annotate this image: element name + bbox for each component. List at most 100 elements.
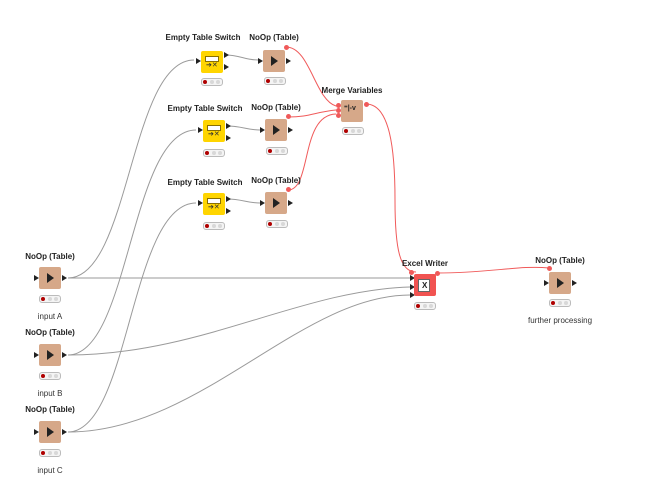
node-noop-3[interactable]: NoOp (Table) [226, 176, 326, 236]
merge-variables-icon: ⁼|‑v [344, 105, 356, 112]
node-body[interactable] [263, 50, 285, 72]
data-outport[interactable] [62, 275, 67, 281]
node-annotation: input B [37, 389, 63, 398]
node-title: NoOp (Table) [25, 252, 75, 261]
node-noop-1[interactable]: NoOp (Table) [224, 33, 324, 93]
traffic-light-icon [549, 299, 571, 307]
node-title: NoOp (Table) [249, 33, 299, 42]
varwire-merge-excel [365, 103, 417, 273]
flow-variable-outport[interactable] [286, 114, 291, 119]
wire-inputC-excel [67, 294, 411, 433]
data-outport[interactable] [286, 58, 291, 64]
data-inport[interactable] [544, 280, 549, 286]
data-inport[interactable] [34, 275, 39, 281]
data-inport-1[interactable] [410, 275, 415, 281]
data-inport-2[interactable] [410, 284, 415, 290]
node-title: Merge Variables [321, 86, 383, 95]
traffic-light-icon [203, 222, 225, 230]
node-body[interactable] [549, 272, 571, 294]
node-body[interactable] [39, 344, 61, 366]
data-outport[interactable] [288, 200, 293, 206]
play-triangle-icon [273, 198, 280, 208]
flow-variable-outport[interactable] [286, 187, 291, 192]
node-merge-variables[interactable]: Merge Variables ⁼|‑v [302, 86, 402, 146]
data-outport[interactable] [62, 352, 67, 358]
play-triangle-icon [47, 273, 54, 283]
node-body[interactable] [39, 421, 61, 443]
flow-variable-outport[interactable] [435, 271, 440, 276]
data-inport[interactable] [196, 58, 201, 64]
node-body[interactable]: X [414, 274, 436, 296]
traffic-light-icon [342, 127, 364, 135]
node-annotation: further processing [527, 316, 593, 325]
node-empty-table-switch-1[interactable]: Empty Table Switch ➔✕ [153, 33, 253, 93]
excel-icon: X [418, 279, 432, 292]
switch-icon: ➔✕ [205, 56, 219, 69]
node-body[interactable]: ➔✕ [203, 193, 225, 215]
flow-variable-outport[interactable] [284, 45, 289, 50]
flow-variable-outport[interactable] [364, 102, 369, 107]
varwire-excel-final [436, 266, 550, 274]
data-outport-1[interactable] [226, 123, 231, 129]
node-excel-writer[interactable]: Excel Writer X [375, 259, 475, 319]
data-outport-2[interactable] [226, 135, 231, 141]
node-body[interactable] [265, 119, 287, 141]
data-inport[interactable] [34, 429, 39, 435]
node-title: Empty Table Switch [167, 104, 243, 113]
node-input-a[interactable]: NoOp (Table) input A [0, 252, 100, 324]
node-body[interactable] [39, 267, 61, 289]
node-noop-2[interactable]: NoOp (Table) [226, 103, 326, 163]
data-outport[interactable] [288, 127, 293, 133]
node-input-b[interactable]: NoOp (Table) input B [0, 328, 100, 400]
node-body[interactable]: ⁼|‑v [341, 100, 363, 122]
node-title: Empty Table Switch [165, 33, 241, 42]
data-inport[interactable] [260, 200, 265, 206]
flow-variable-inport[interactable] [547, 266, 552, 271]
flow-variable-inport[interactable] [409, 270, 414, 275]
data-inport[interactable] [198, 127, 203, 133]
node-title: NoOp (Table) [25, 405, 75, 414]
wire-inputA-switch1 [67, 59, 195, 279]
data-outport-2[interactable] [224, 64, 229, 70]
varwire-noop3-merge [287, 113, 337, 191]
node-empty-table-switch-2[interactable]: Empty Table Switch ➔✕ [155, 104, 255, 164]
node-body[interactable]: ➔✕ [203, 120, 225, 142]
traffic-light-icon [39, 449, 61, 457]
node-annotation: input C [37, 466, 63, 475]
flow-variable-inport-3[interactable] [336, 113, 341, 118]
data-inport[interactable] [34, 352, 39, 358]
node-title: NoOp (Table) [251, 176, 301, 185]
node-title: NoOp (Table) [251, 103, 301, 112]
data-outport[interactable] [572, 280, 577, 286]
node-body[interactable] [265, 192, 287, 214]
node-title: Excel Writer [401, 259, 449, 268]
data-inport-3[interactable] [410, 292, 415, 298]
node-title: NoOp (Table) [535, 256, 585, 265]
flow-variable-inport-2[interactable] [336, 108, 341, 113]
traffic-light-icon [414, 302, 436, 310]
traffic-light-icon [266, 147, 288, 155]
wire-inputB-excel [67, 286, 411, 356]
play-triangle-icon [273, 125, 280, 135]
play-triangle-icon [271, 56, 278, 66]
node-empty-table-switch-3[interactable]: Empty Table Switch ➔✕ [155, 178, 255, 238]
data-inport[interactable] [258, 58, 263, 64]
switch-icon: ➔✕ [207, 198, 221, 211]
data-inport[interactable] [260, 127, 265, 133]
node-title: Empty Table Switch [167, 178, 243, 187]
traffic-light-icon [203, 149, 225, 157]
node-further-processing[interactable]: NoOp (Table) further processing [510, 256, 610, 328]
data-outport-1[interactable] [224, 52, 229, 58]
traffic-light-icon [266, 220, 288, 228]
data-outport[interactable] [62, 429, 67, 435]
data-outport-2[interactable] [226, 208, 231, 214]
data-outport-1[interactable] [226, 196, 231, 202]
node-input-c[interactable]: NoOp (Table) input C [0, 405, 100, 477]
wire-inputC-switch3 [67, 202, 197, 433]
node-body[interactable]: ➔✕ [201, 51, 223, 73]
flow-variable-inport-1[interactable] [336, 103, 341, 108]
node-annotation: input A [37, 312, 63, 321]
data-inport[interactable] [198, 200, 203, 206]
